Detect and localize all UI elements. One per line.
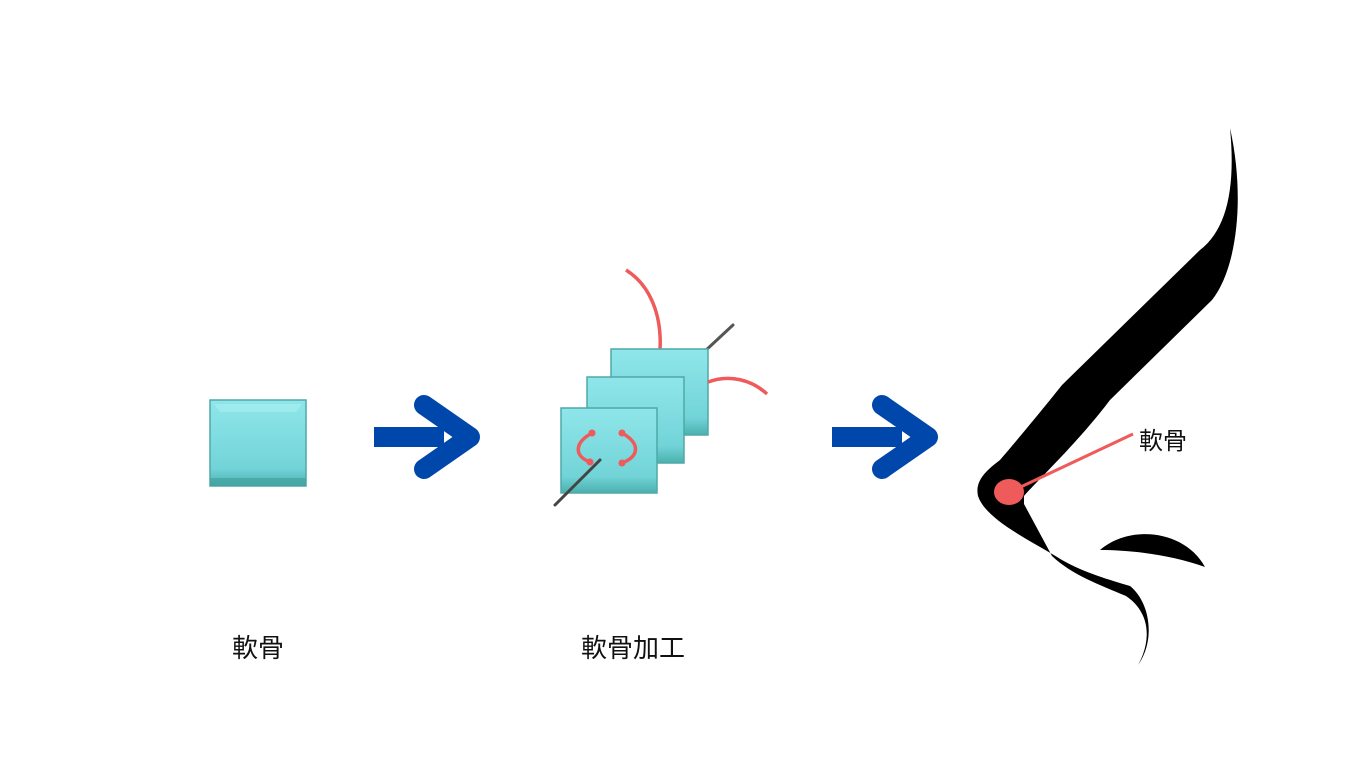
cartilage-label: 軟骨 — [231, 634, 285, 664]
arrow-right-icon — [832, 395, 938, 479]
nose-cartilage-callout-label: 軟骨 — [1139, 427, 1187, 455]
needle-icon — [553, 458, 602, 507]
needle-icon — [702, 323, 735, 354]
processed-cartilage-stack — [553, 268, 769, 507]
suture-thread — [625, 268, 662, 351]
cartilage-block — [209, 399, 307, 487]
nose-profile — [977, 128, 1238, 665]
suture-thread — [707, 376, 769, 396]
cartilage-marker — [994, 479, 1024, 505]
suture-stitch — [621, 431, 638, 465]
nostril — [1100, 534, 1205, 567]
callout-line — [1009, 432, 1134, 494]
suture-stitch — [576, 431, 593, 464]
arrow-right-icon — [374, 395, 480, 479]
processed-cartilage-label: 軟骨加工 — [580, 634, 686, 664]
